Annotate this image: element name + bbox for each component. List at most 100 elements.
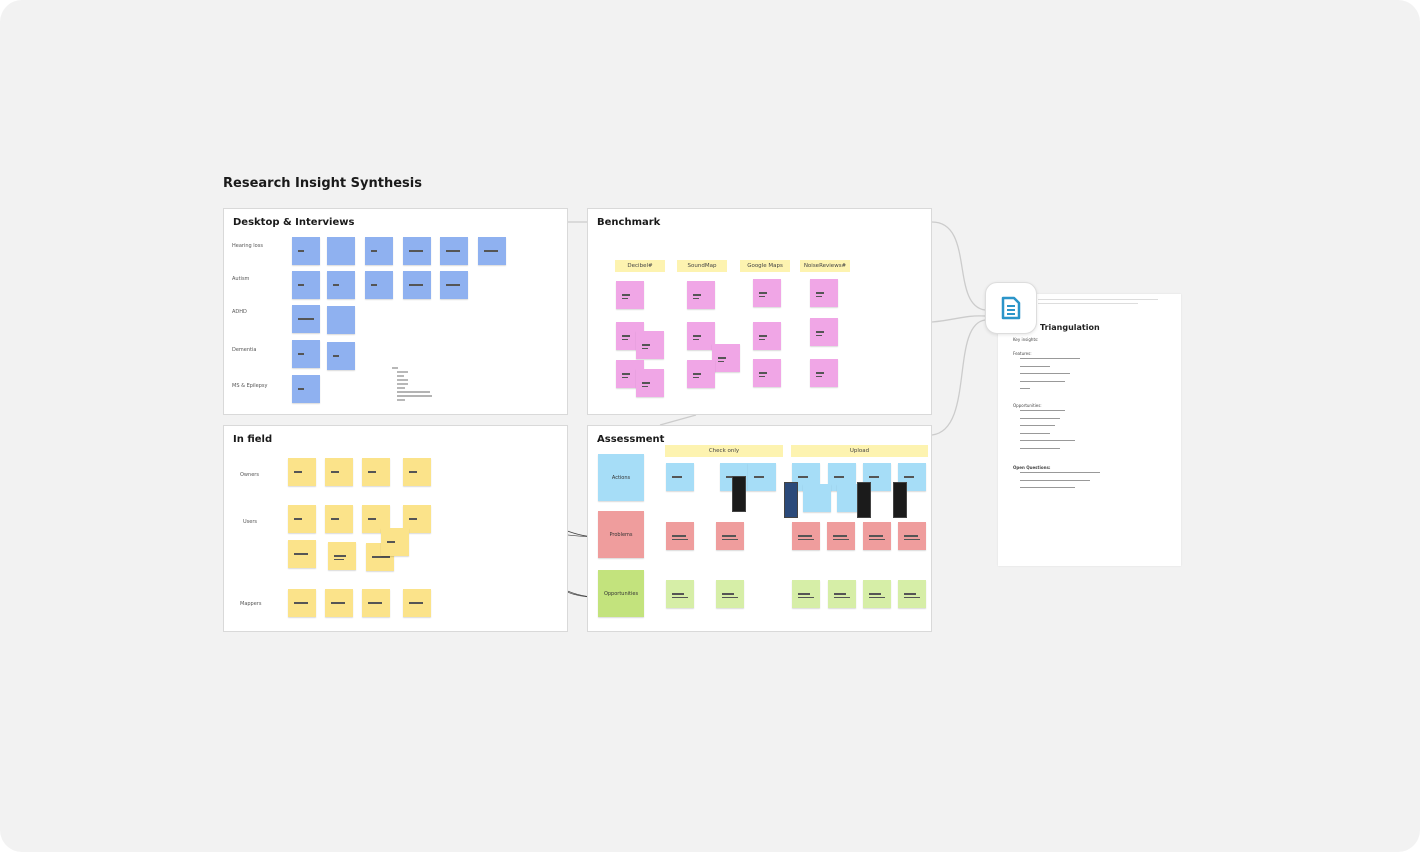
column-header: SoundMap <box>677 260 727 272</box>
document-icon-button[interactable] <box>985 282 1037 334</box>
sticky-note[interactable] <box>810 318 838 346</box>
sticky-note[interactable] <box>325 505 353 533</box>
sticky-note[interactable] <box>810 279 838 307</box>
document-bullet-line <box>1020 425 1055 427</box>
screenshot-image[interactable] <box>893 482 907 518</box>
row-label: Autism <box>232 276 250 282</box>
sticky-note[interactable] <box>440 271 468 299</box>
sticky-note[interactable] <box>288 540 316 568</box>
sticky-note[interactable] <box>810 359 838 387</box>
sticky-note[interactable] <box>327 306 355 334</box>
row-label: Mappers <box>240 601 262 607</box>
category-sticky-actions[interactable]: Actions <box>598 454 644 501</box>
sticky-note[interactable] <box>292 271 320 299</box>
sticky-note[interactable] <box>362 458 390 486</box>
section-heading: Features: <box>1013 351 1032 356</box>
sticky-note[interactable] <box>898 580 926 608</box>
sticky-note[interactable] <box>365 271 393 299</box>
sticky-note[interactable] <box>616 281 644 309</box>
sticky-note[interactable] <box>292 305 320 333</box>
sticky-note[interactable] <box>403 271 431 299</box>
sticky-note[interactable] <box>716 580 744 608</box>
sticky-note[interactable] <box>753 359 781 387</box>
sticky-note[interactable] <box>292 340 320 368</box>
sticky-note[interactable] <box>440 237 468 265</box>
sticky-note[interactable] <box>792 580 820 608</box>
sticky-note[interactable] <box>753 279 781 307</box>
sticky-note[interactable] <box>292 237 320 265</box>
document-bullet-line <box>1020 432 1050 434</box>
column-header: Google Maps <box>740 260 790 272</box>
sticky-note[interactable] <box>403 458 431 486</box>
document-bullet-line <box>1020 479 1090 481</box>
sticky-note[interactable] <box>327 342 355 370</box>
row-label: Dementia <box>232 347 257 353</box>
sticky-note[interactable] <box>687 360 715 388</box>
sticky-note[interactable] <box>666 463 694 491</box>
sticky-note[interactable] <box>381 528 409 556</box>
sticky-note[interactable] <box>362 589 390 617</box>
sticky-note[interactable] <box>828 580 856 608</box>
document-bullet-line <box>1020 373 1070 375</box>
sticky-note[interactable] <box>292 375 320 403</box>
connector <box>931 315 986 323</box>
row-label: Hearing loss <box>232 243 263 249</box>
sticky-note[interactable] <box>898 522 926 550</box>
frame-title: Assessment <box>597 434 665 445</box>
board-title: Research Insight Synthesis <box>223 176 422 191</box>
sticky-note[interactable] <box>288 589 316 617</box>
document-bullet-line <box>1020 447 1060 449</box>
document-bullet-line <box>1020 388 1030 390</box>
sticky-note[interactable] <box>636 369 664 397</box>
frame-title: Benchmark <box>597 217 661 228</box>
sticky-note[interactable] <box>792 522 820 550</box>
screenshot-image[interactable] <box>857 482 871 518</box>
sticky-note[interactable] <box>365 237 393 265</box>
sticky-note[interactable] <box>325 458 353 486</box>
sticky-note[interactable] <box>827 522 855 550</box>
screenshot-image[interactable] <box>732 476 746 512</box>
sticky-note[interactable] <box>325 589 353 617</box>
sticky-note[interactable] <box>666 522 694 550</box>
document-bullet-line <box>1020 417 1060 419</box>
document-bullet-line <box>1020 487 1075 489</box>
sticky-note[interactable] <box>863 522 891 550</box>
document-bullet-line <box>1020 440 1075 442</box>
document-bullet-line <box>1020 380 1065 382</box>
sticky-note[interactable] <box>478 237 506 265</box>
sticky-note[interactable] <box>687 281 715 309</box>
sticky-note[interactable] <box>327 271 355 299</box>
row-label: Owners <box>240 472 259 478</box>
category-sticky-problems[interactable]: Problems <box>598 511 644 558</box>
category-label: Problems <box>609 531 633 538</box>
document-bullet-line <box>1020 472 1100 474</box>
sticky-note[interactable] <box>712 344 740 372</box>
sticky-note[interactable] <box>636 331 664 359</box>
screenshot-image[interactable] <box>784 482 798 518</box>
sticky-note[interactable] <box>288 505 316 533</box>
frame-desktop-interviews[interactable]: Desktop & Interviews <box>223 208 568 415</box>
sticky-note[interactable] <box>748 463 776 491</box>
group-header: Check only <box>665 445 783 457</box>
sticky-note[interactable] <box>803 484 831 512</box>
group-header: Upload <box>791 445 928 457</box>
sticky-note[interactable] <box>666 580 694 608</box>
sticky-note[interactable] <box>403 237 431 265</box>
sticky-note[interactable] <box>288 458 316 486</box>
column-header: NoiseReviews# <box>800 260 850 272</box>
category-label: Actions <box>611 474 631 481</box>
document-icon <box>1001 296 1021 320</box>
triangulation-document[interactable]: Triangulation Key insights: Features: Op… <box>998 294 1181 566</box>
sticky-note[interactable] <box>753 322 781 350</box>
sticky-note[interactable] <box>403 589 431 617</box>
sticky-note[interactable] <box>687 322 715 350</box>
sticky-note[interactable] <box>863 580 891 608</box>
sticky-note[interactable] <box>716 522 744 550</box>
sticky-note[interactable] <box>328 542 356 570</box>
category-sticky-opportunities[interactable]: Opportunities <box>598 570 644 617</box>
sticky-note[interactable] <box>327 237 355 265</box>
document-title: Triangulation <box>1040 323 1100 332</box>
section-heading: Open Questions: <box>1013 465 1051 470</box>
frame-title: Desktop & Interviews <box>233 217 355 228</box>
